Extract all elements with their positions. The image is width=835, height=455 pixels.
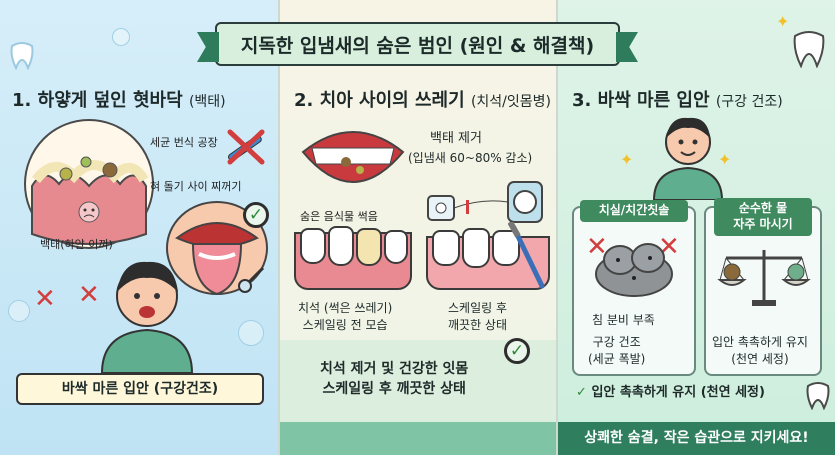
tooth-shape — [462, 228, 490, 268]
label-white-coating: 백태(하얀 이끼) — [40, 238, 113, 251]
main-title: 지독한 입냄새의 숨은 범인 (원인 & 해결책) — [240, 34, 595, 57]
panel-tartar: 2. 치아 사이의 쓰레기 (치석/잇몸병) 숨은 음식물 썩음 백태 제거 (… — [278, 0, 558, 455]
toothbrush-crossed-icon — [227, 129, 265, 165]
interdental-brush-icon — [508, 222, 545, 289]
right-caption-moist: 입안 촉촉하게 유지(천연 세정) — [712, 335, 808, 366]
main-title-banner: 지독한 입냄새의 숨은 범인 (원인 & 해결책) — [215, 22, 620, 66]
label-hidden-food: 숨은 음식물 썩음 — [300, 210, 378, 223]
tooth-shape — [300, 228, 326, 264]
tongue-scraper-icon — [238, 266, 265, 293]
panel2-title: 2. 치아 사이의 쓰레기 (치석/잇몸병) — [294, 90, 551, 111]
check-circle-icon: ✓ — [504, 338, 530, 364]
left-caption-dry: 구강 건조(세균 폭발) — [588, 335, 646, 366]
tooth-shape — [328, 226, 354, 266]
panel1-bottom-label: 바싹 마른 입안 (구강건조) — [16, 373, 264, 405]
bubble-decoration — [238, 320, 264, 346]
tooth-shape — [384, 230, 408, 264]
tooth-icon — [10, 42, 34, 70]
label-papillae-debris: 혀 돌기 사이 찌꺼기 — [150, 180, 242, 193]
footer-slogan: 상쾌한 숨결, 작은 습관으로 지키세요! — [558, 422, 835, 455]
sparkle-icon: ✦ — [620, 150, 634, 169]
bubble-decoration — [112, 28, 130, 46]
panel2-footer-strip — [280, 422, 556, 455]
left-caption-saliva: 침 분비 부족 — [592, 313, 655, 327]
badge-floss: 치실/치간칫솔 — [580, 200, 688, 222]
tooth-icon — [793, 31, 825, 68]
smiling-person-illustration — [652, 117, 724, 200]
check-line: ✓ 입안 촉촉하게 유지 (천연 세정) — [576, 385, 765, 400]
cross-icon: ✕ — [586, 232, 608, 262]
cross-icon: ✕ — [78, 280, 100, 310]
balance-scale-illustration — [717, 250, 811, 306]
tooth-tartar — [356, 228, 382, 266]
floss-title: 백태 제거 — [430, 131, 482, 146]
floss-subtitle: (입냄새 60~80% 감소) — [408, 151, 533, 165]
tongue-closeup-illustration — [24, 119, 154, 249]
mouth-plaque-illustration — [301, 131, 405, 183]
germ-cloud-illustration — [595, 243, 673, 297]
sparkle-icon: ✦ — [776, 12, 790, 31]
check-circle-icon: ✓ — [576, 385, 587, 400]
tongue-out-face-illustration — [166, 201, 268, 296]
before-caption: 치석 (썩은 쓰레기)스케일링 전 모습 — [298, 301, 393, 332]
worried-person-illustration — [100, 261, 194, 373]
tooth-icon — [806, 382, 830, 410]
dental-floss-illustration — [427, 181, 543, 223]
bubble-decoration — [8, 300, 30, 322]
panel3-title: 3. 바싹 마른 입안 (구강 건조) — [572, 90, 783, 111]
check-circle-icon: ✓ — [243, 202, 269, 228]
panel1-title: 1. 하얗게 덮인 혓바닥 (백태) — [12, 90, 226, 111]
cross-icon: ✕ — [34, 284, 56, 314]
tooth-shape — [432, 230, 460, 266]
panel-dry-mouth: ✦ ✦ ✦ 3. 바싹 마른 입안 (구강 건조) 치실/치간칫솔 ✕ ✕ 침 … — [558, 0, 835, 455]
sparkle-icon: ✦ — [718, 150, 732, 169]
label-bacteria: 세균 번식 공장 — [150, 136, 218, 149]
panel-tongue-coating: 1. 하얗게 덮인 혓바닥 (백태) 세균 번식 공장 혀 돌기 사이 찌꺼기 … — [0, 0, 278, 455]
